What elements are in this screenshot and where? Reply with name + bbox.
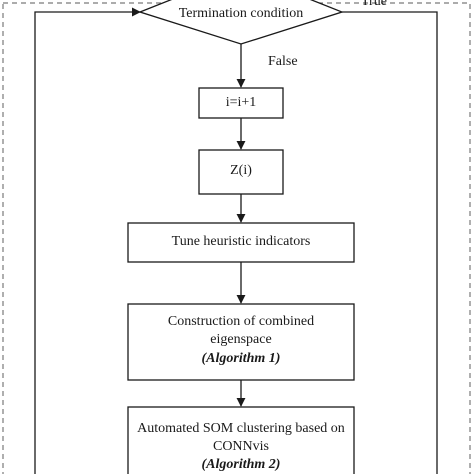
construction-label-line3: (Algorithm 1) <box>201 351 281 366</box>
true-branch-line <box>342 11 438 474</box>
tune-box <box>127 222 355 263</box>
construction-box <box>127 303 355 381</box>
som-box <box>127 406 355 474</box>
som-label-line2: CONNvis <box>212 439 269 454</box>
increment-label: i=i+1 <box>225 95 257 110</box>
tune-label: Tune heuristic indicators <box>171 234 311 249</box>
som-label-line1: Automated SOM clustering based on <box>137 421 345 436</box>
construction-label-line1: Construction of combined <box>167 314 315 329</box>
decision-label: Termination condition <box>178 6 304 21</box>
som-label-line3: (Algorithm 2) <box>201 457 281 472</box>
false-edge-label: False <box>268 54 298 69</box>
true-edge-label: True <box>361 0 387 9</box>
construction-label-line2: eigenspace <box>210 332 272 347</box>
z-box <box>198 149 284 195</box>
loop-back-line <box>34 7 141 474</box>
z-label: Z(i) <box>230 163 252 178</box>
increment-box <box>198 87 284 119</box>
